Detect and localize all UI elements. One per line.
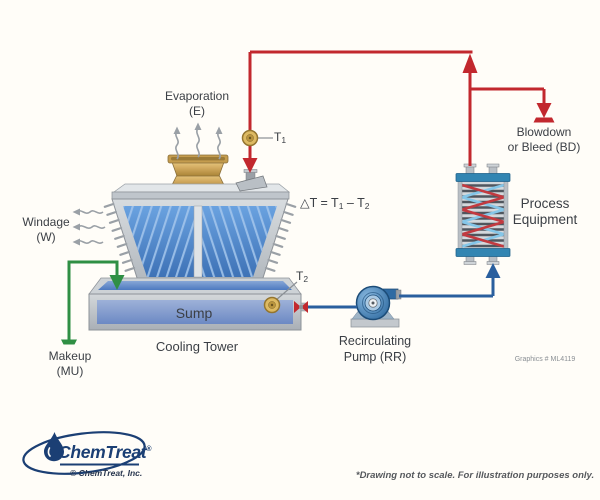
cool-water-pipe [306,278,495,309]
t1-sensor-icon [241,129,273,147]
delta-t-formula: △T = T1 – T2 [300,196,370,211]
evaporation-label: Evaporation (E) [164,89,230,118]
cooling-tower-label: Cooling Tower [155,339,239,354]
windage-arrows-icon [72,208,106,246]
recirculating-pump-label: Recirculating Pump (RR) [338,334,412,364]
process-equipment-label: Process Equipment [512,196,578,227]
disclaimer-text: *Drawing not to scale. For illustration … [355,470,595,481]
t2-label: T2 [296,269,309,284]
makeup-pipe [67,260,119,340]
cool-water-arrow [485,263,501,278]
spray-nozzle-graphic [235,169,268,192]
chemtreat-wordmark: ChemTreat® [58,441,152,462]
makeup-label: Makeup (MU) [48,349,92,378]
drift-fins-left [103,202,136,272]
evaporation-arrows-icon [173,122,223,160]
blowdown-label: Blowdown or Bleed (BD) [507,125,581,154]
blowdown-outlet-icon [533,117,555,123]
drift-fins-right [264,202,297,272]
t1-label: T1 [274,130,287,145]
blowdown-valve-icon [294,301,308,313]
copyright-text: © ChemTreat, Inc. [70,468,143,478]
makeup-arrow [109,275,125,290]
t2-sensor-icon [263,281,298,314]
heat-exchanger-graphic [455,163,511,265]
pump-graphic [350,285,402,328]
cooling-tower-graphic [103,154,297,282]
hot-water-pipe [248,50,546,166]
sump-label: Sump [175,305,213,321]
windage-label: Windage (W) [22,215,70,244]
hot-water-arrows [242,53,555,173]
makeup-inlet-icon [61,339,77,345]
graphics-id: Graphics # ML4119 [514,356,576,363]
chemtreat-logo-icon [22,431,146,475]
